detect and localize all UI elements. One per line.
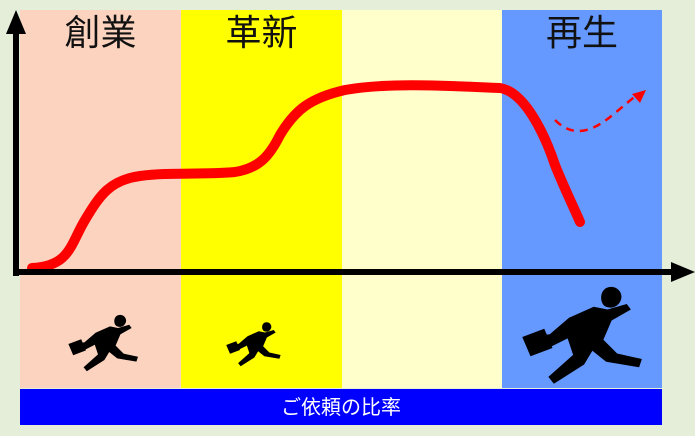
bottom-label-bar: ご依頼の比率 — [20, 389, 662, 425]
runner-icon — [226, 322, 281, 367]
bottom-label: ご依頼の比率 — [281, 395, 401, 419]
stage-band-stable — [342, 10, 502, 388]
up-arrow-icon — [6, 10, 26, 34]
right-arrow-icon — [671, 262, 695, 282]
runner-icon — [522, 286, 642, 384]
stage-title-innovation: 革新 — [225, 13, 298, 54]
runner-icon — [68, 314, 138, 372]
recovery-arrowhead-icon — [632, 90, 646, 103]
stage-title-founding: 創業 — [64, 13, 137, 54]
stage-band-innovation: 革新 — [181, 10, 342, 388]
growth-curve — [27, 80, 585, 273]
stage-title-regeneration: 再生 — [545, 13, 618, 54]
recovery-dashed-arrow — [554, 94, 637, 133]
